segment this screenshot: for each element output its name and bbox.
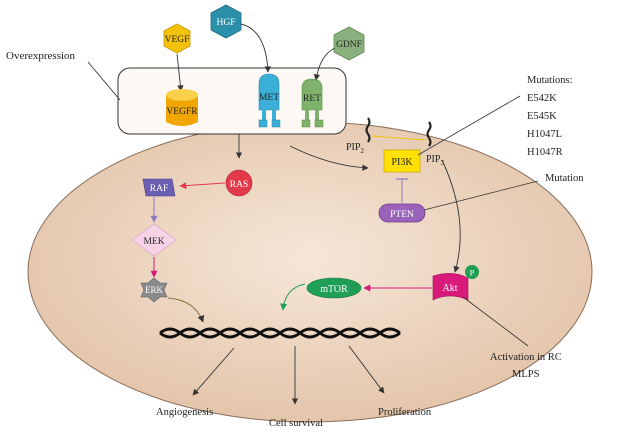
vegf-ligand: VEGF	[163, 23, 191, 54]
ras-label: RAS	[230, 180, 248, 190]
pi3k-node: PI3K	[383, 149, 421, 173]
pi3k-label: PI3K	[391, 157, 413, 168]
angiogenesis-label: Angiogenesis	[156, 407, 213, 418]
pip2-pip3-connector	[371, 135, 427, 141]
proliferation-arrow	[348, 345, 385, 394]
gdnf-ligand: GDNF	[333, 26, 365, 61]
pip3-label: PIP3	[426, 154, 444, 167]
pip2-label: PIP2	[346, 142, 364, 155]
akt-node: Akt P	[432, 265, 479, 301]
overexpression-label: Overexpression	[6, 50, 76, 62]
hgf-label: HGF	[216, 18, 235, 28]
overexpression-pointer	[87, 61, 121, 101]
erk-label: ERK	[145, 285, 164, 295]
cell-body	[27, 121, 593, 423]
phospho-badge	[465, 265, 479, 279]
mutation-item-1: E542K	[527, 93, 557, 104]
vegf-to-vegfr-arrow	[176, 53, 184, 92]
akt-label: Akt	[443, 283, 458, 294]
mutation-item-2: E545K	[527, 111, 557, 122]
pten-mutation-pointer	[423, 180, 539, 211]
gdnf-label: GDNF	[336, 40, 362, 50]
ras-to-raf-arrow	[179, 182, 226, 190]
mutation-item-4: H1047R	[527, 147, 563, 158]
mutations-pointer	[417, 95, 521, 156]
pip2-lipid	[365, 117, 371, 143]
mek-label: MEK	[143, 237, 164, 247]
vegf-label: VEGF	[165, 35, 190, 45]
met-label: MET	[259, 93, 279, 103]
met-receptor: MET	[258, 73, 281, 128]
receptor-to-pi3k-arrow	[289, 145, 369, 171]
ras-node: RAS	[225, 169, 253, 197]
activation-line2: MLPS	[512, 369, 540, 380]
pten-label: PTEN	[390, 210, 414, 220]
erk-node: ERK	[140, 277, 168, 303]
pip3-lipid	[426, 121, 432, 147]
raf-label: RAF	[150, 184, 168, 194]
mtor-label: mTOR	[320, 284, 348, 295]
vegfr-label: VEGFR	[166, 107, 198, 117]
pip3-to-akt-arrow	[441, 159, 461, 273]
phospho-label: P	[470, 268, 475, 278]
vegfr-receptor: VEGFR	[166, 89, 198, 126]
gdnf-to-ret-arrow	[313, 47, 336, 81]
pten-node: PTEN	[378, 203, 426, 223]
proliferation-label: Proliferation	[378, 407, 432, 418]
hgf-to-met-arrow	[240, 23, 271, 73]
mtor-node: mTOR	[306, 277, 362, 299]
mtor-to-dna-arrow	[280, 283, 306, 311]
cell-survival-label: Cell survival	[269, 418, 323, 429]
mutations-header: Mutations:	[527, 75, 573, 86]
mek-node: MEK	[131, 223, 177, 257]
ret-label: RET	[303, 94, 321, 104]
ret-receptor: RET	[301, 78, 324, 128]
hgf-ligand: HGF	[210, 4, 242, 39]
angiogenesis-arrow	[192, 347, 235, 396]
mutation-item-3: H1047L	[527, 129, 562, 140]
akt-activation-pointer	[462, 296, 529, 347]
erk-to-dna-arrow	[167, 297, 205, 323]
dna-helix	[159, 327, 401, 339]
raf-node: RAF	[142, 178, 176, 197]
activation-line1: Activation in RC	[490, 352, 562, 363]
pten-mutation-label: Mutation	[545, 173, 584, 184]
